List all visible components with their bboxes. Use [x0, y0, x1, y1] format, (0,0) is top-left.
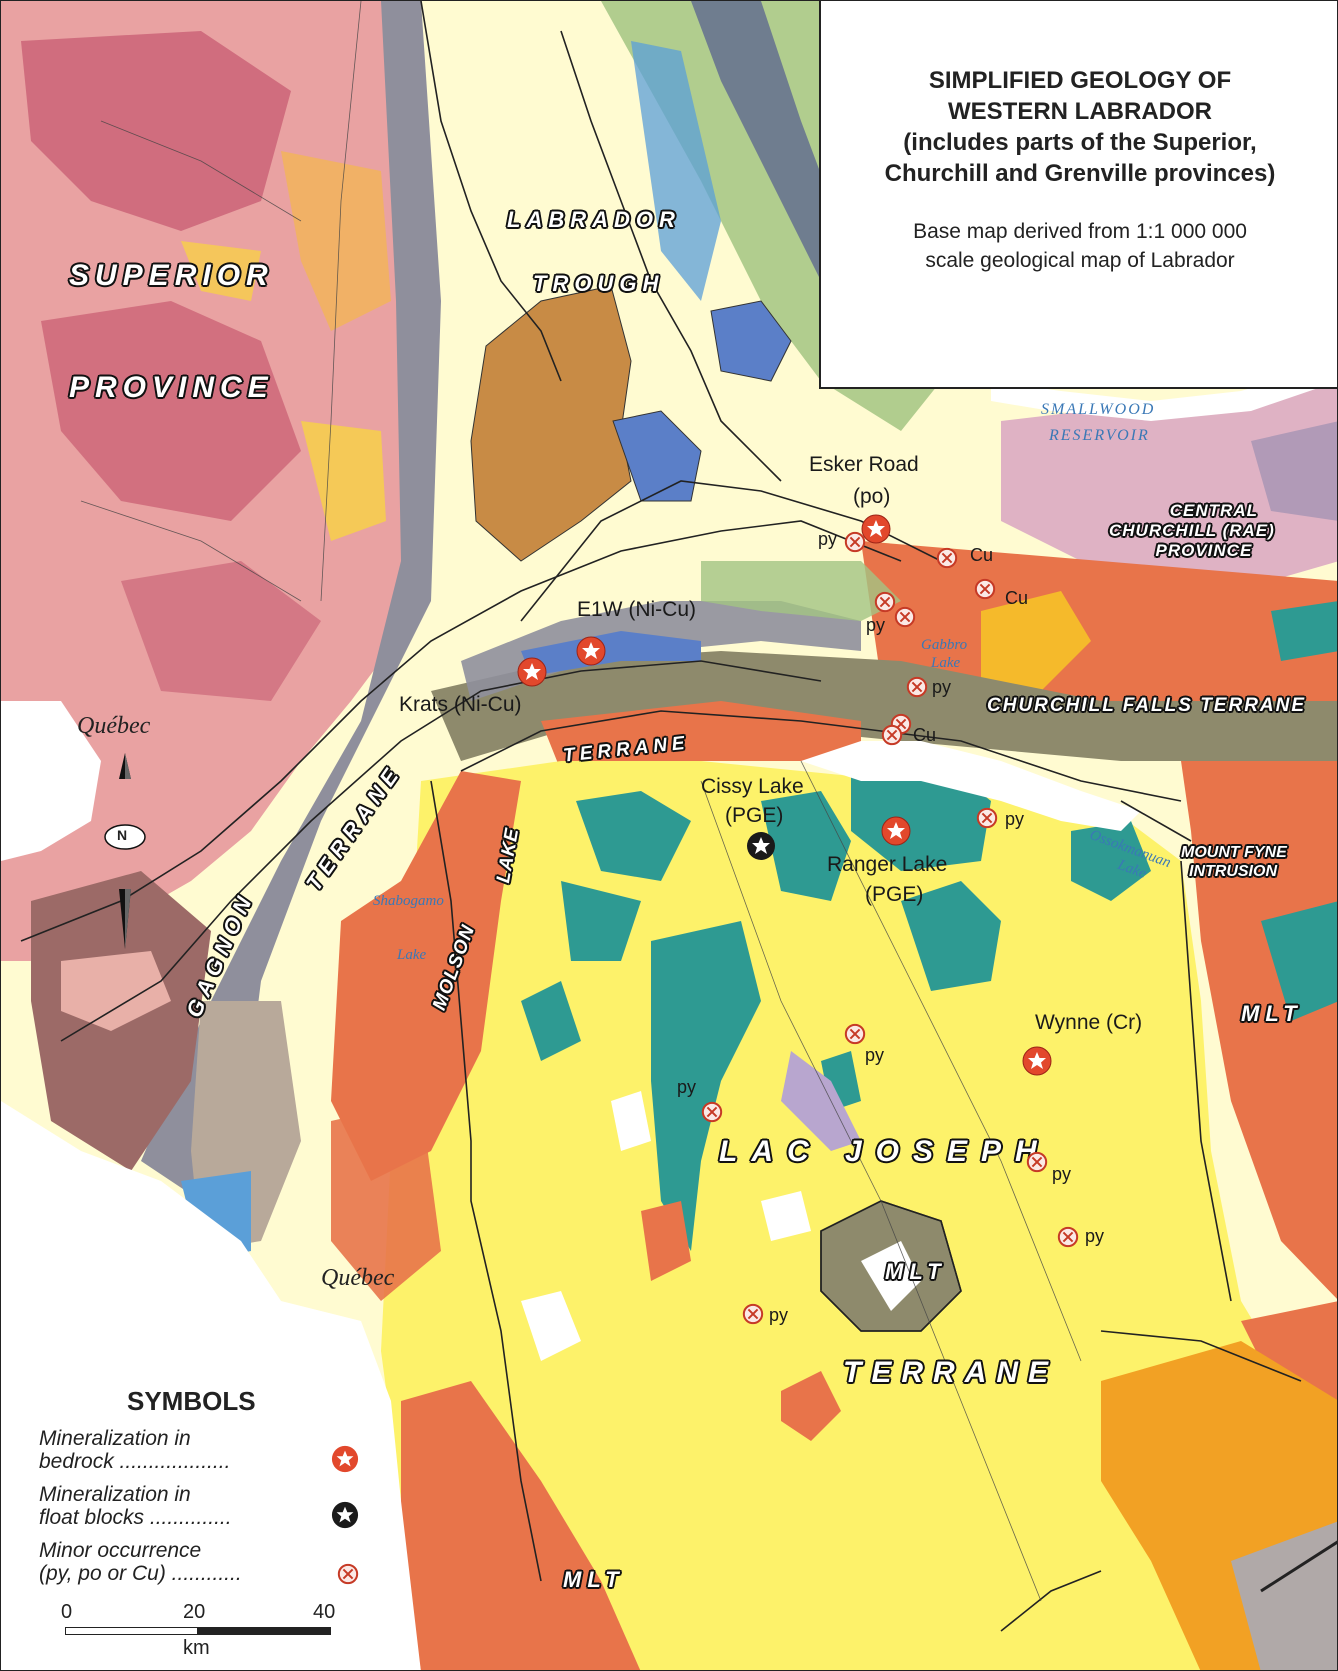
scale-tick-0: 0	[61, 1601, 73, 1623]
label-gabbro: Gabbro	[921, 637, 968, 653]
label-quebec-south: Québec	[321, 1265, 395, 1291]
thrust-faults	[20, 1, 1302, 1632]
label-py-5: py	[865, 1045, 885, 1065]
float-star-icon	[331, 1501, 359, 1529]
label-shabogamo: Shabogamo	[373, 893, 444, 909]
label-lac-joseph: LAC JOSEPH	[719, 1135, 1051, 1168]
north-label: N	[117, 827, 128, 843]
title-line-4: Churchill and Grenville provinces)	[884, 160, 1276, 187]
title-line-2: WESTERN LABRADOR	[948, 98, 1212, 125]
label-cu-2: Cu	[1005, 588, 1029, 608]
label-py-8: py	[1085, 1226, 1105, 1246]
symbols-heading: SYMBOLS	[127, 1386, 256, 1416]
scale-unit: km	[183, 1637, 210, 1659]
title-line-3: (includes parts of the Superior,	[903, 129, 1257, 156]
label-mlt-center: MLT	[885, 1259, 947, 1284]
label-reservoir: RESERVOIR	[1049, 427, 1150, 444]
label-py-4: py	[1005, 809, 1025, 829]
label-ranger-pge: (PGE)	[865, 883, 924, 906]
title-line-1: SIMPLIFIED GEOLOGY OF	[928, 67, 1232, 94]
title-box: SIMPLIFIED GEOLOGY OF WESTERN LABRADOR (…	[819, 1, 1337, 389]
label-mount-fyne: MOUNT FYNE	[1181, 844, 1287, 861]
label-wynne: Wynne (Cr)	[1035, 1011, 1143, 1034]
legend-minor: Minor occurrence (py, po or Cu) ........…	[39, 1539, 359, 1585]
label-cu-3: Cu	[913, 725, 937, 745]
label-mlt-south: MLT	[563, 1567, 625, 1592]
label-py-6: py	[677, 1077, 697, 1097]
label-churchill-falls-terrane: CHURCHILL FALLS TERRANE	[987, 695, 1307, 716]
label-esker-road: Esker Road	[809, 453, 919, 476]
label-ranger-lake: Ranger Lake	[827, 853, 948, 876]
label-shabogamo-lake: Lake	[397, 947, 427, 963]
label-cissy-lake: Cissy Lake	[701, 775, 804, 798]
label-mount-fyne-intrusion: INTRUSION	[1189, 863, 1277, 880]
label-quebec-west: Québec	[77, 713, 151, 739]
map-source-note: Base map derived from 1:1 000 000 scale …	[821, 217, 1337, 275]
label-province: PROVINCE	[69, 371, 274, 404]
note-line-2: scale geological map of Labrador	[925, 249, 1235, 272]
scale-tick-20: 20	[183, 1601, 206, 1623]
legend-float: Mineralization in float blocks .........…	[39, 1483, 359, 1529]
scale-tick-40: 40	[313, 1601, 336, 1623]
label-cissy-pge: (PGE)	[725, 804, 784, 827]
label-py-1: py	[818, 529, 838, 549]
label-py-3: py	[932, 677, 952, 697]
label-labrador: LABRADOR	[507, 207, 681, 232]
label-py-7: py	[1052, 1164, 1072, 1184]
label-krats: Krats (Ni-Cu)	[399, 693, 522, 716]
label-smallwood: SMALLWOOD	[1041, 401, 1156, 418]
label-cu-1: Cu	[970, 545, 994, 565]
label-esker-po: (po)	[853, 485, 891, 508]
label-py-2: py	[866, 615, 886, 635]
minor-occurrence-icon	[337, 1563, 359, 1585]
label-mlt-east: MLT	[1241, 1001, 1303, 1026]
label-lac-joseph-terrane: TERRANE	[843, 1356, 1059, 1389]
symbols-legend: SYMBOLS Mineralization in bedrock ......…	[39, 1386, 369, 1585]
label-e1w: E1W (Ni-Cu)	[577, 598, 696, 621]
label-superior: SUPERIOR	[69, 259, 274, 292]
label-py-9: py	[769, 1305, 789, 1325]
legend-bedrock: Mineralization in bedrock ..............…	[39, 1427, 359, 1473]
scale-segment-black	[197, 1627, 331, 1635]
label-central-churchill: CENTRAL CHURCHILL (RAE) PROVINCE	[1109, 501, 1275, 560]
map-title: SIMPLIFIED GEOLOGY OF WESTERN LABRADOR (…	[821, 65, 1337, 189]
scale-bar: 0 20 40 km	[53, 1601, 353, 1661]
label-trough: TROUGH	[533, 271, 665, 296]
label-gabbro-lake: Lake	[931, 655, 961, 671]
scale-segment-white	[65, 1627, 199, 1635]
note-line-1: Base map derived from 1:1 000 000	[913, 220, 1247, 243]
bedrock-star-icon	[331, 1445, 359, 1473]
